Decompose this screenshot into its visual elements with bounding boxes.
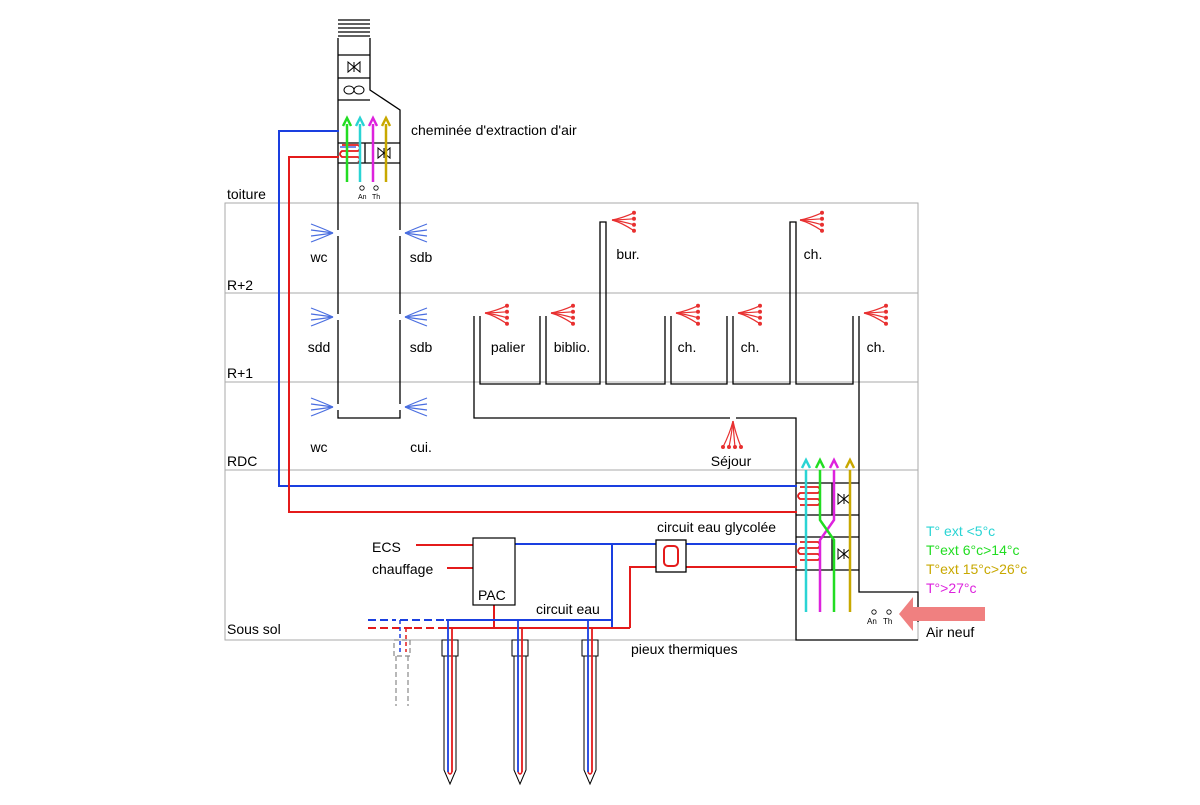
extraction-vent-icon	[310, 307, 334, 327]
glycol-exchanger-icon	[655, 539, 687, 573]
heat-pump-box	[472, 537, 516, 606]
fresh-air-arrow-icon	[899, 597, 985, 631]
floor-label-rdc: RDC	[227, 453, 257, 469]
room-ch-r1-b: ch.	[741, 339, 760, 355]
room-ch-r1-a: ch.	[678, 339, 697, 355]
supply-vent-icon	[863, 303, 888, 326]
room-wc-r2: wc	[309, 249, 327, 265]
supply-vent-icon	[799, 210, 824, 233]
extraction-vent-icon	[310, 223, 334, 243]
room-wc-rdc: wc	[309, 439, 327, 455]
chimney-label: cheminée d'extraction d'air	[411, 122, 577, 138]
pac-label: PAC	[478, 587, 506, 603]
glycol-circuit-label: circuit eau glycolée	[657, 519, 776, 535]
thermal-piles	[441, 620, 599, 786]
fan-icon	[343, 85, 365, 95]
unit-heat-exchanger-bottom-icon	[797, 541, 821, 561]
unit-sensors: An Th	[867, 609, 892, 626]
room-cui-rdc: cui.	[410, 439, 432, 455]
thermal-pile-icon	[441, 620, 459, 786]
legend-entry: T°>27°c	[926, 580, 977, 596]
unit-damper-top-icon	[837, 492, 851, 506]
room-palier: palier	[491, 339, 526, 355]
chimney-openings	[336, 230, 402, 410]
fresh-air-label: Air neuf	[926, 624, 974, 640]
chimney-sensors: An Th	[358, 185, 380, 201]
extraction-vent-icon	[310, 397, 334, 417]
sensor-th-label: Th	[372, 194, 380, 201]
room-sdb-r2: sdb	[410, 249, 433, 265]
room-bur: bur.	[616, 246, 639, 262]
supply-ducts	[473, 221, 919, 641]
floor-label-r2: R+2	[227, 277, 253, 293]
floor-label-r1: R+1	[227, 365, 253, 381]
thermal-pile-icon	[511, 620, 529, 786]
building-floors	[224, 202, 919, 641]
supply-vent-icon	[550, 303, 575, 326]
unit-sensor-an-label: An	[867, 617, 877, 626]
room-sejour: Séjour	[711, 453, 752, 469]
extraction-vent-icon	[404, 307, 428, 327]
ecs-label: ECS	[372, 539, 401, 555]
unit-damper-bottom-icon	[837, 547, 851, 561]
room-biblio: biblio.	[554, 339, 591, 355]
sensor-an-label: An	[358, 194, 367, 201]
room-sdb-r1: sdb	[410, 339, 433, 355]
temperature-legend: T° ext <5°cT°ext 6°c>14°cT°ext 15°c>26°c…	[926, 523, 1027, 596]
pipes	[278, 130, 797, 629]
dashed-pile	[393, 639, 411, 706]
room-ch-r2: ch.	[804, 246, 823, 262]
extraction-vent-icon	[404, 223, 428, 243]
unit-sensor-th-label: Th	[883, 617, 892, 626]
floor-label-toiture: toiture	[227, 186, 266, 202]
bypass-damper-icon	[377, 146, 391, 160]
damper-icon	[347, 60, 361, 74]
room-ch-r1-c: ch.	[867, 339, 886, 355]
supply-vent-icon	[484, 303, 510, 326]
thermal-pile-icon	[581, 620, 599, 786]
legend-entry: T° ext <5°c	[926, 523, 995, 539]
chauffage-label: chauffage	[372, 561, 433, 577]
thermal-piles-label: pieux thermiques	[631, 641, 738, 657]
chimney-temperature-arrows	[341, 115, 392, 182]
chimney-grille	[338, 19, 370, 37]
water-circuit-label: circuit eau	[536, 601, 600, 617]
legend-entry: T°ext 6°c>14°c	[926, 542, 1019, 558]
supply-vent-icon	[611, 210, 636, 233]
chimney-heat-exchanger-icon	[339, 144, 361, 163]
floor-label-sous-sol: Sous sol	[227, 621, 281, 637]
unit-heat-exchanger-top-icon	[797, 486, 821, 506]
unit-temperature-arrows	[800, 457, 856, 612]
legend-entry: T°ext 15°c>26°c	[926, 561, 1027, 577]
supply-vent-icon	[720, 420, 743, 450]
supply-vents	[484, 210, 888, 450]
supply-vent-icon	[675, 303, 700, 326]
extraction-vent-icon	[404, 397, 428, 417]
room-sdd-r1: sdd	[308, 339, 331, 355]
extraction-vents	[310, 223, 428, 417]
supply-vent-icon	[737, 303, 762, 326]
extraction-chimney	[337, 19, 401, 419]
